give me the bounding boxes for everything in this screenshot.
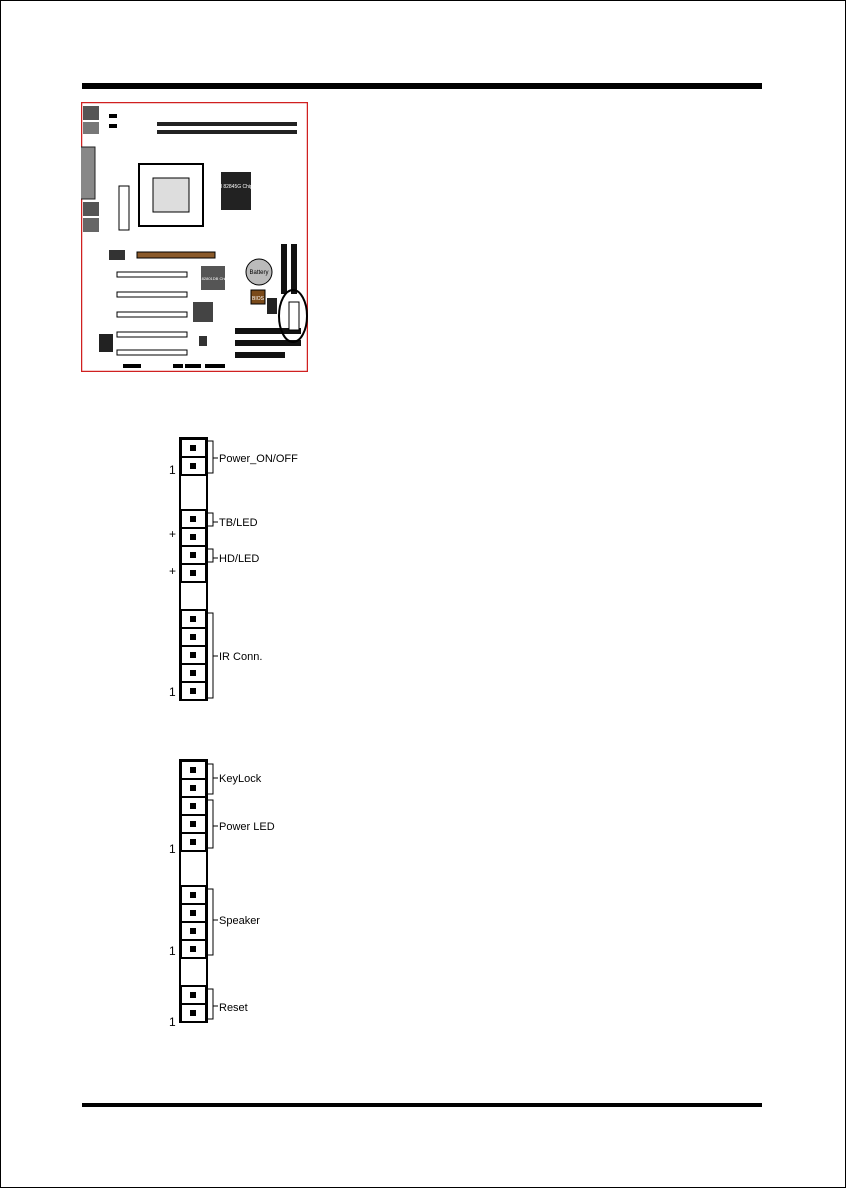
agp-slot <box>136 251 216 259</box>
pin-dot <box>190 445 196 451</box>
north-chipset <box>221 172 251 210</box>
ide-connector-3 <box>235 328 301 334</box>
pin-dot <box>190 616 196 622</box>
io-port-usb <box>83 122 99 134</box>
io-port-ps2 <box>83 106 99 120</box>
polarity-marker: + <box>169 564 176 578</box>
ide-connector-2 <box>291 244 297 294</box>
header-small <box>173 364 183 368</box>
pin-dot <box>190 652 196 658</box>
chip-small <box>199 336 207 346</box>
bracket-power-led <box>207 799 218 849</box>
motherboard-svg: Intel 82845G Chipset Intel 82801DB Chips… <box>72 101 309 373</box>
pin-dot <box>190 634 196 640</box>
front-panel-connector <box>288 301 300 331</box>
pin-dot <box>190 688 196 694</box>
pci-slot-5 <box>116 349 188 356</box>
label-reset: Reset <box>219 1002 248 1014</box>
component-small <box>109 250 125 260</box>
battery <box>245 258 273 286</box>
pci-slot-4 <box>116 331 188 338</box>
io-port-lan <box>83 202 99 216</box>
label-keylock: KeyLock <box>219 773 262 785</box>
north-chipset-label: Intel 82845G Chipset <box>213 184 261 190</box>
pin-dot <box>190 928 196 934</box>
pin-dot <box>190 570 196 576</box>
pci-slot-2 <box>116 291 188 298</box>
bracket-keylock <box>207 763 218 795</box>
bios-chip <box>250 289 266 305</box>
bracket-reset <box>207 988 218 1020</box>
pin-one-marker: 1 <box>169 463 176 477</box>
connector-1-pins <box>180 438 207 701</box>
front-panel-connector-1: Power_ON/OFF TB/LED HD/LED IR Conn. 1 + … <box>165 434 325 706</box>
pin-dot <box>190 910 196 916</box>
pin-one-marker: 1 <box>169 842 176 856</box>
pin-dot <box>190 670 196 676</box>
pin-dot <box>190 1010 196 1016</box>
label-hd-led: HD/LED <box>219 553 259 565</box>
label-power-led: Power LED <box>219 821 275 833</box>
pin-one-marker: 1 <box>169 685 176 699</box>
pin-dot <box>190 534 196 540</box>
board-outline <box>80 101 309 373</box>
header-usb <box>123 364 141 368</box>
bracket-hd-led <box>207 548 218 563</box>
motherboard-layout-diagram: Intel 82845G Chipset Intel 82801DB Chips… <box>72 101 309 373</box>
pin-dot <box>190 946 196 952</box>
dimm-slot-2 <box>157 130 297 134</box>
south-chipset-label: Intel 82801DB Chipset <box>193 276 234 281</box>
south-chipset <box>201 266 225 290</box>
pin-dot <box>190 552 196 558</box>
pin-dot <box>190 992 196 998</box>
chip-near-panel <box>267 298 277 314</box>
jumper-small-2 <box>109 124 117 128</box>
pin-one-marker: 1 <box>169 1015 176 1028</box>
audio-chip <box>99 334 113 352</box>
pin-one-marker: 1 <box>169 944 176 958</box>
connector-2-svg: KeyLock Power LED Speaker Reset 1 1 1 <box>169 759 275 1028</box>
footer-rule <box>82 1103 762 1107</box>
atx-power-connector <box>118 185 130 231</box>
pin-dot <box>190 803 196 809</box>
header-rule <box>82 83 762 89</box>
connector-1-svg: Power_ON/OFF TB/LED HD/LED IR Conn. 1 + … <box>169 437 298 701</box>
io-port-parallel <box>72 146 96 200</box>
jumper-small <box>109 114 117 118</box>
label-speaker: Speaker <box>219 915 260 927</box>
io-port-audio <box>83 218 99 232</box>
pin-dot <box>190 892 196 898</box>
pin-dot <box>190 767 196 773</box>
front-panel-connector-2: KeyLock Power LED Speaker Reset 1 1 1 <box>165 756 325 1028</box>
io-chip <box>193 302 213 322</box>
highlight-circle <box>278 289 308 343</box>
pci-slot-3 <box>116 311 188 318</box>
bios-label: BIOS <box>252 296 265 302</box>
label-ir-conn: IR Conn. <box>219 651 262 663</box>
polarity-marker: + <box>169 527 176 541</box>
pin-dot <box>190 821 196 827</box>
pin-dot <box>190 463 196 469</box>
ide-connector-1 <box>281 244 287 294</box>
bracket-tb-led <box>207 512 218 527</box>
pin-dot <box>190 839 196 845</box>
label-tb-led: TB/LED <box>219 517 258 529</box>
pin-dot <box>190 785 196 791</box>
ide-connector-4 <box>235 340 301 346</box>
pci-slot-1 <box>116 271 188 278</box>
pin-dot <box>190 516 196 522</box>
cpu-socket-core <box>152 177 190 213</box>
connector-2-pins <box>180 760 207 1023</box>
bracket-speaker <box>207 888 218 956</box>
dimm-slot-1 <box>157 122 297 126</box>
battery-label: Battery <box>249 270 268 276</box>
floppy-connector <box>235 352 285 358</box>
label-power-on-off: Power_ON/OFF <box>219 453 298 465</box>
header-small-3 <box>205 364 225 368</box>
bracket-power-on-off <box>207 440 218 474</box>
bracket-ir-conn <box>207 612 218 699</box>
header-small-2 <box>185 364 201 368</box>
